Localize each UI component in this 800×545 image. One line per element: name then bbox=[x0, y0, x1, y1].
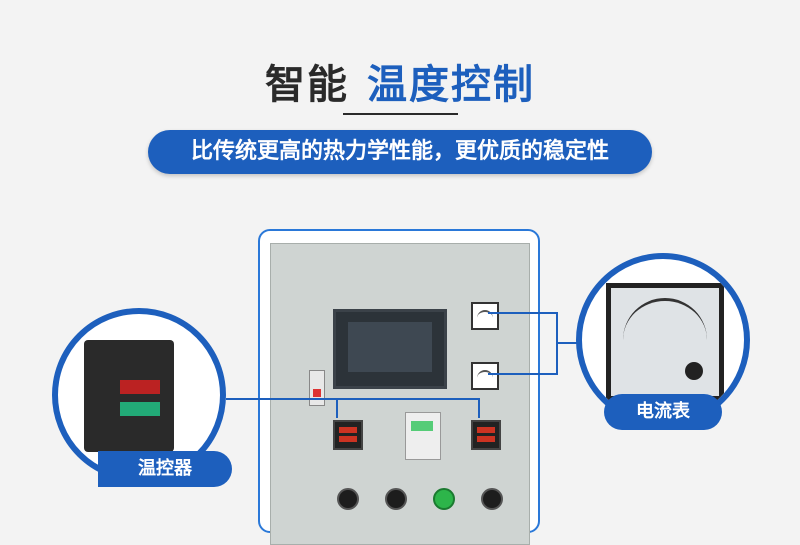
temp-controller-label: 温控器 bbox=[98, 451, 232, 487]
ammeter-image bbox=[606, 283, 724, 401]
timer-device bbox=[405, 412, 441, 460]
connector-drop-1 bbox=[336, 398, 338, 418]
connector-line-left bbox=[226, 398, 480, 400]
knob-2 bbox=[385, 488, 407, 510]
connector-drop-2 bbox=[478, 398, 480, 418]
cabinet-panel bbox=[270, 243, 530, 545]
title-underline bbox=[343, 113, 458, 115]
touch-screen bbox=[333, 309, 447, 389]
title-blue: 温度控制 bbox=[367, 62, 535, 108]
subtitle-banner: 比传统更高的热力学性能，更优质的稳定性 bbox=[148, 130, 652, 174]
control-cabinet-photo bbox=[258, 229, 540, 545]
title-dark: 智能 bbox=[265, 62, 349, 108]
ammeter-small-1 bbox=[471, 302, 499, 330]
green-button bbox=[433, 488, 455, 510]
knob-1 bbox=[337, 488, 359, 510]
connector-meter-2 bbox=[488, 373, 556, 375]
ammeter-small-2 bbox=[471, 362, 499, 390]
connector-right bbox=[556, 342, 578, 344]
power-switch bbox=[309, 370, 325, 406]
temp-controller-image bbox=[84, 340, 174, 452]
knob-3 bbox=[481, 488, 503, 510]
ammeter-label: 电流表 bbox=[604, 394, 722, 430]
connector-meter-1 bbox=[488, 312, 556, 314]
temp-controller-1 bbox=[333, 420, 363, 450]
temp-controller-2 bbox=[471, 420, 501, 450]
page-title: 智能温度控制 bbox=[0, 52, 800, 110]
